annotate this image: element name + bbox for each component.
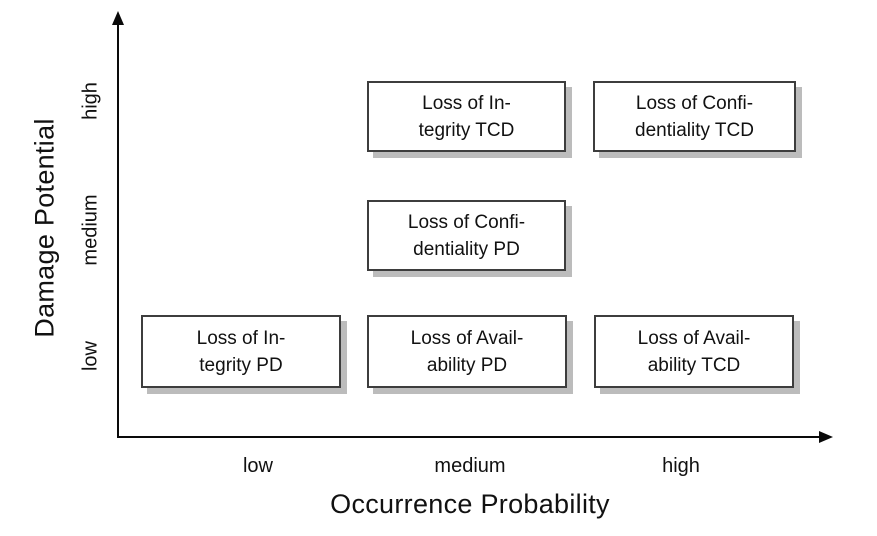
box-text-line: Loss of Confi- bbox=[635, 92, 754, 114]
box-text-line: tegrity TCD bbox=[418, 119, 515, 141]
matrix-box-loss-of-confidentiality-pd: Loss of Confi- dentiality PD bbox=[367, 200, 566, 271]
box-text-line: ability PD bbox=[426, 354, 508, 376]
x-tick-label-medium: medium bbox=[434, 455, 506, 477]
x-axis-title: Occurrence Probability bbox=[330, 489, 610, 519]
x-axis-arrowhead-icon bbox=[819, 431, 833, 443]
matrix-box-loss-of-confidentiality-tcd: Loss of Confi- dentiality TCD bbox=[593, 81, 796, 152]
box-text-line: Loss of Avail- bbox=[410, 327, 524, 349]
y-tick-label-medium: medium bbox=[79, 194, 102, 266]
box-text-line: Loss of In- bbox=[196, 327, 286, 349]
y-axis-line bbox=[117, 20, 119, 437]
box-text-line: Loss of Confi- bbox=[407, 211, 526, 233]
box-text-line: tegrity PD bbox=[199, 354, 283, 376]
matrix-box-loss-of-integrity-pd: Loss of In- tegrity PD bbox=[141, 315, 341, 388]
y-axis-arrowhead-icon bbox=[112, 11, 124, 25]
x-tick-label-high: high bbox=[662, 455, 700, 477]
y-tick-label-high: high bbox=[79, 82, 102, 120]
y-tick-label-low: low bbox=[79, 340, 102, 372]
matrix-box-loss-of-integrity-tcd: Loss of In- tegrity TCD bbox=[367, 81, 566, 152]
box-text-line: Loss of In- bbox=[422, 92, 511, 114]
y-axis-title: Damage Potential bbox=[29, 118, 60, 338]
x-tick-label-low: low bbox=[242, 455, 274, 477]
box-text-line: dentiality PD bbox=[413, 238, 520, 260]
matrix-box-loss-of-availability-pd: Loss of Avail- ability PD bbox=[367, 315, 567, 388]
matrix-box-loss-of-availability-tcd: Loss of Avail- ability TCD bbox=[594, 315, 794, 388]
box-text-line: Loss of Avail- bbox=[637, 327, 751, 349]
box-text-line: ability TCD bbox=[647, 354, 741, 376]
box-text-line: dentiality TCD bbox=[635, 119, 754, 141]
x-axis-line bbox=[117, 436, 822, 438]
